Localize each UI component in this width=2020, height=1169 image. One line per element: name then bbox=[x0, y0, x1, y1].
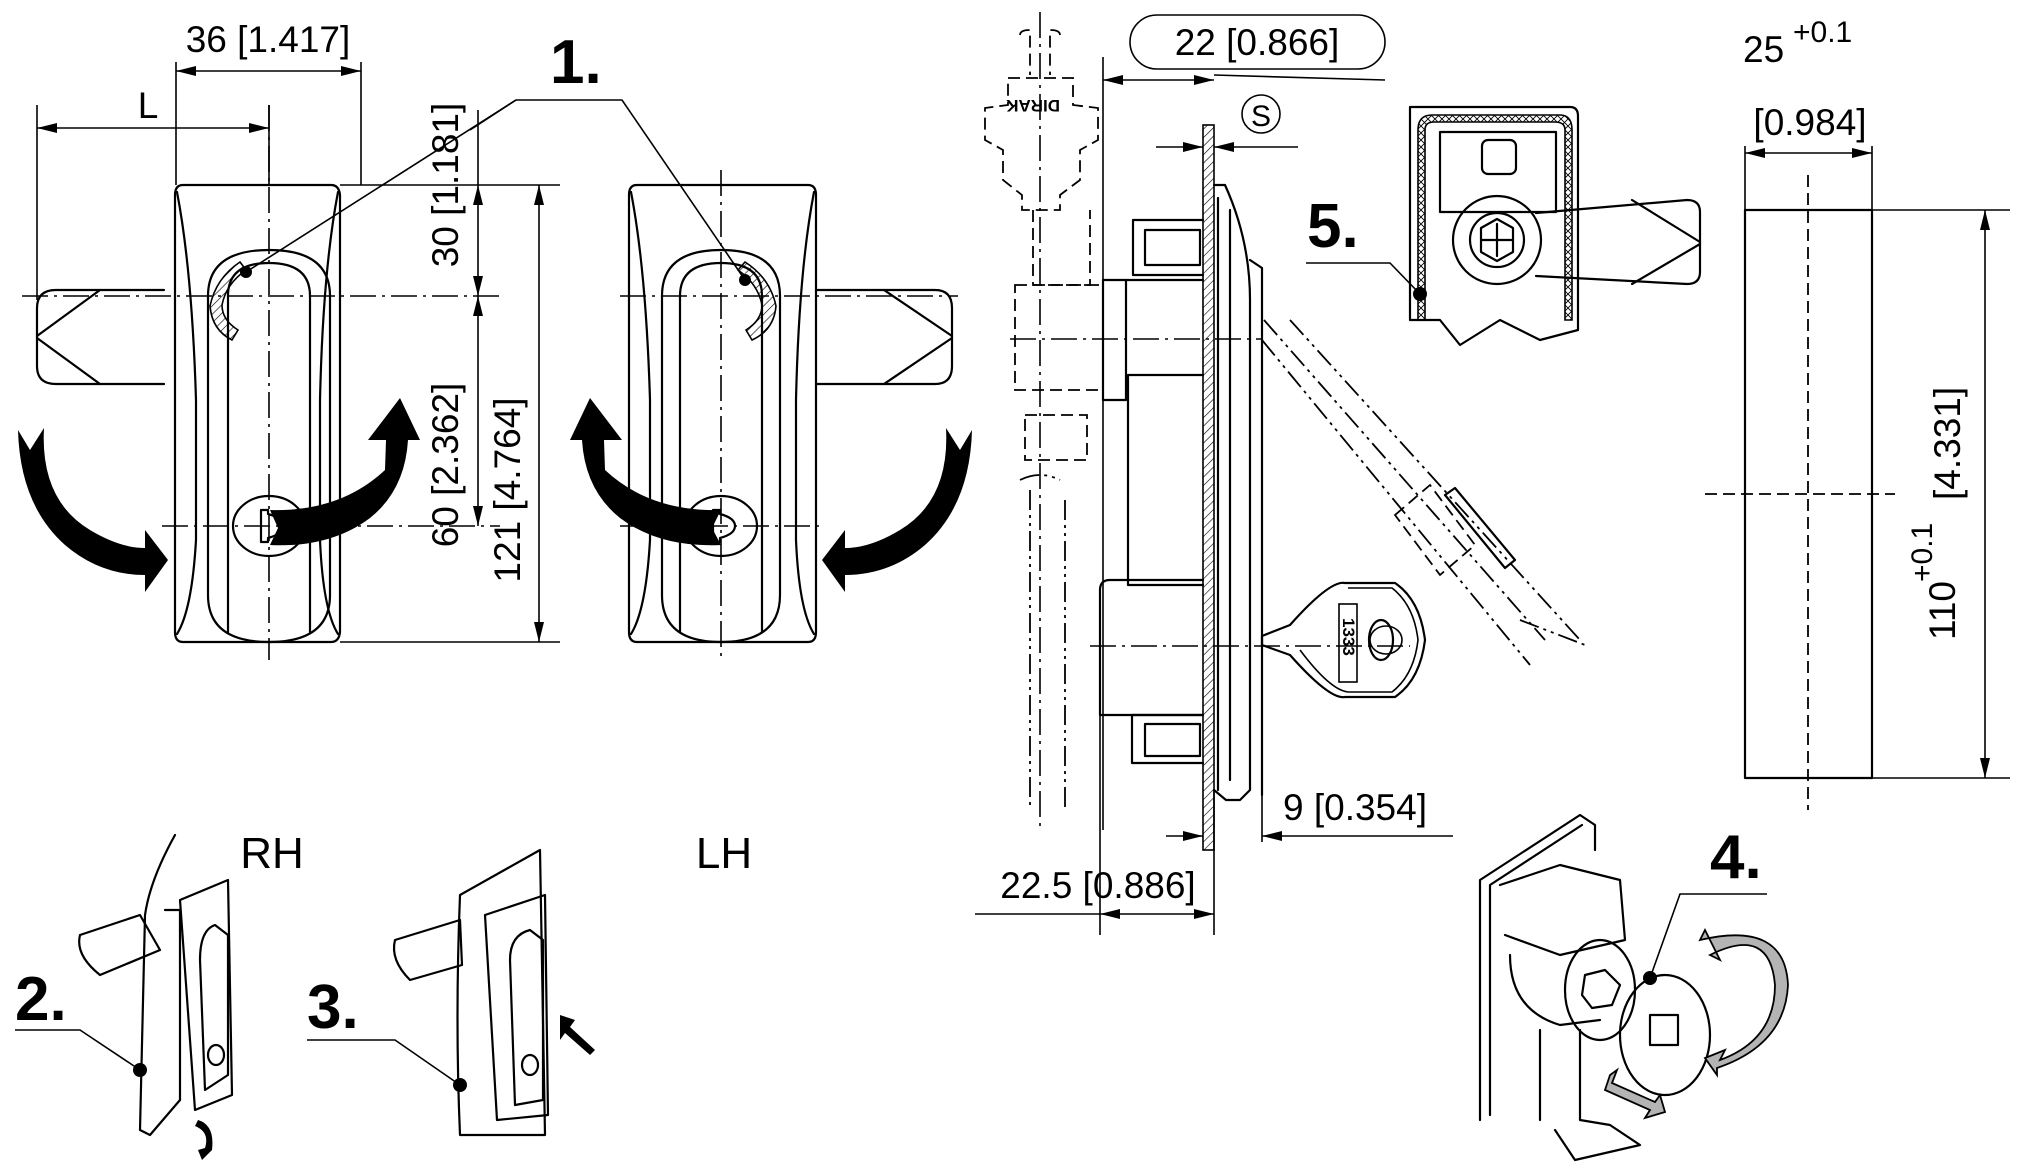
detail-2-handle bbox=[178, 878, 234, 1112]
dim-top-to-pivot-label: 30 [1.181] bbox=[425, 103, 466, 268]
lh-rotate-arrow-right bbox=[822, 428, 972, 592]
brand-mark: DIRAK bbox=[1005, 96, 1060, 115]
dim-overall-height-label: 121 [4.764] bbox=[487, 397, 528, 582]
callout-4-label: 4. bbox=[1710, 823, 1762, 892]
panel-section bbox=[1202, 124, 1215, 851]
detail-3: 3. bbox=[307, 848, 595, 1137]
key bbox=[1260, 581, 1427, 699]
cam-cylinder bbox=[1508, 953, 1602, 1027]
handle-side-profile bbox=[1212, 183, 1252, 802]
detail-5: 5. bbox=[1306, 105, 1702, 347]
callout-3-label: 3. bbox=[307, 973, 359, 1042]
panel-cutout: 25 +0.1 [0.984] 110 +0.1 [4.331] bbox=[1705, 16, 2010, 810]
phantom-open-handle bbox=[1261, 319, 1586, 666]
lh-label: LH bbox=[696, 829, 752, 878]
cutout-height-tolerance: +0.1 bbox=[1906, 523, 1939, 582]
rh-handle-body bbox=[173, 183, 342, 644]
key-number: 1333 bbox=[1339, 618, 1358, 656]
rh-rotate-arrow-right bbox=[270, 398, 420, 546]
cutout-height-inch: [4.331] bbox=[1927, 387, 1968, 500]
rh-front-view: 36 [1.417] L RH bbox=[18, 19, 500, 878]
cam-hub bbox=[1451, 194, 1543, 286]
rh-lever bbox=[35, 288, 166, 386]
dim-depth-front-box bbox=[1129, 14, 1386, 70]
rh-rotate-arrow-left bbox=[18, 428, 168, 592]
detail-2: 2. bbox=[15, 833, 234, 1160]
dim-depth-rear-label: 22.5 [0.886] bbox=[1000, 865, 1195, 906]
detail-4: 4. bbox=[1478, 813, 1789, 1162]
lh-handle-body bbox=[627, 183, 818, 644]
cutout-height-value: 110 bbox=[1922, 581, 1963, 640]
lh-front-view: LH bbox=[570, 170, 972, 878]
latch-window bbox=[1480, 138, 1518, 176]
panel-thickness-symbol-label: S bbox=[1251, 100, 1271, 133]
dim-pivot-to-lock-label: 60 [2.362] bbox=[425, 383, 466, 548]
dim-lever-length-label: L bbox=[138, 85, 159, 126]
dim-width: 36 [1.417] bbox=[175, 19, 362, 185]
cutout-width-value: 25 bbox=[1743, 29, 1784, 70]
lh-lever bbox=[814, 288, 954, 386]
rh-label: RH bbox=[240, 829, 304, 878]
side-view: 22 [0.866] S 1333 bbox=[975, 12, 1586, 935]
cutout-width-tolerance: +0.1 bbox=[1793, 16, 1852, 49]
slide-arrow-grey bbox=[1603, 1067, 1667, 1120]
callout-2-label: 2. bbox=[15, 965, 67, 1034]
dim-width-label: 36 [1.417] bbox=[186, 19, 351, 60]
rotate-arrow-grey bbox=[1698, 927, 1789, 1078]
dim-lever-length: L bbox=[36, 85, 270, 300]
panel-thickness-symbol bbox=[1241, 94, 1281, 134]
dim-depth-front-label: 22 [0.866] bbox=[1175, 22, 1340, 63]
detail-3-handle bbox=[483, 893, 550, 1122]
callout-5-label: 5. bbox=[1307, 192, 1359, 261]
dim-handle-projection-label: 9 [0.354] bbox=[1283, 787, 1427, 828]
vertical-dimensions: 30 [1.181] 60 [2.362] 121 [4.764] bbox=[340, 103, 560, 643]
phantom-bracket: DIRAK bbox=[984, 29, 1104, 810]
callout-1-label: 1. bbox=[550, 28, 602, 97]
lh-rotate-arrow-left bbox=[570, 398, 721, 546]
lock-housing bbox=[1098, 578, 1205, 717]
cam-disc bbox=[1618, 973, 1712, 1097]
cam-lever bbox=[1534, 198, 1702, 286]
cutout-width-inch: [0.984] bbox=[1753, 102, 1866, 143]
callout-1: 1. bbox=[240, 28, 751, 286]
